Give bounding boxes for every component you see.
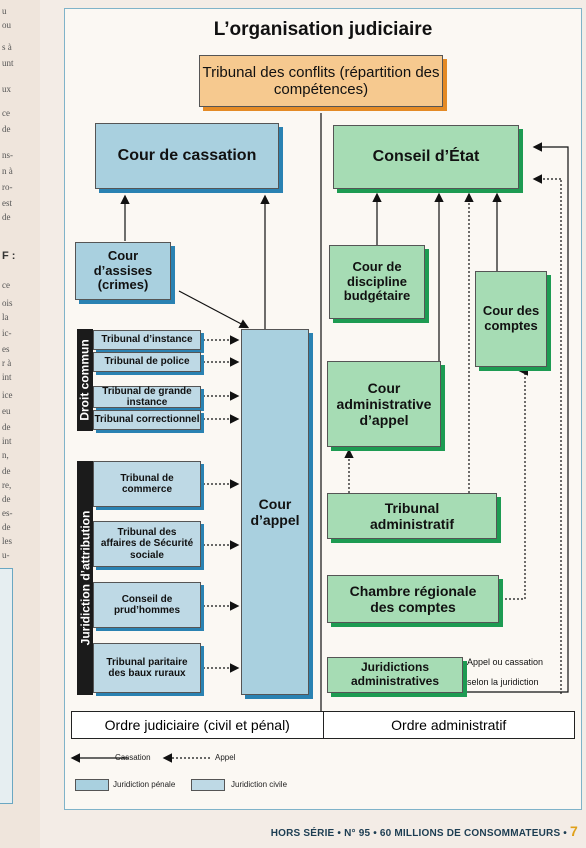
footer-issue: N° 95 bbox=[344, 828, 371, 839]
margin-fragment: int bbox=[2, 372, 12, 382]
box-cour-administrative-dappel: Cour administrative d’appel bbox=[327, 361, 441, 447]
margin-fragment: de bbox=[2, 124, 11, 134]
group-label-juridiction-dattribution: Juridiction d’attribution bbox=[77, 461, 93, 695]
order-judiciaire: Ordre judiciaire (civil et pénal) bbox=[72, 712, 324, 738]
margin-fragment: ns- bbox=[2, 150, 13, 160]
box-cour-de-discipline-budgetaire: Cour de discipline budgétaire bbox=[329, 245, 425, 319]
margin-fragment: es bbox=[2, 344, 10, 354]
legend-juridiction-penale: Juridiction pénale bbox=[113, 780, 176, 789]
box-cour-de-cassation: Cour de cassation bbox=[95, 123, 279, 189]
box-cour-dassises: Cour d’assises (crimes) bbox=[75, 242, 171, 300]
margin-fragment: les bbox=[2, 536, 12, 546]
box-conseil-detat: Conseil d’État bbox=[333, 125, 519, 189]
footer-series: HORS SÉRIE bbox=[270, 828, 335, 839]
diagram-title: L’organisation judiciaire bbox=[213, 19, 433, 40]
box-tribunal-des-conflits: Tribunal des conflits (répartition des c… bbox=[199, 55, 443, 107]
box-cour-dappel: Cour d’appel bbox=[241, 329, 309, 695]
legend-swatch-penale bbox=[75, 779, 109, 791]
margin-fragment: la bbox=[2, 312, 9, 322]
group-label-droit-commun: Droit commun bbox=[77, 329, 93, 431]
box-cour-des-comptes: Cour des comptes bbox=[475, 271, 547, 367]
margin-fragment: de bbox=[2, 494, 11, 504]
connector-lines bbox=[70, 113, 569, 763]
appel-arrows-to-cour-appel bbox=[203, 335, 240, 673]
arrow-chambre-to-comptes bbox=[505, 366, 529, 600]
margin-fragment: re, bbox=[2, 480, 12, 490]
margin-fragment: n à bbox=[2, 166, 13, 176]
arrow-juridictions-admin-to-conseil bbox=[467, 142, 569, 693]
margin-fragment: de bbox=[2, 522, 11, 532]
margin-fragment: ic- bbox=[2, 328, 12, 338]
box-tribunal-de-police: Tribunal de police bbox=[93, 352, 201, 372]
box-tribunal-dinstance: Tribunal d’instance bbox=[93, 330, 201, 350]
box-tribunal-administratif: Tribunal administratif bbox=[327, 493, 497, 539]
legend-juridiction-civile: Juridiction civile bbox=[231, 780, 288, 789]
box-tribunal-des-affaires-de-securite-sociale: Tribunal des affaires de Sécurité social… bbox=[93, 521, 201, 567]
margin-fragment: de bbox=[2, 466, 11, 476]
legend-swatch-civile bbox=[191, 779, 225, 791]
page-footer: HORS SÉRIE • N° 95 • 60 MILLIONS DE CONS… bbox=[270, 823, 578, 839]
margin-fragment: u bbox=[2, 6, 7, 16]
margin-frame bbox=[0, 568, 13, 804]
margin-fragment: est bbox=[2, 198, 12, 208]
margin-fragment: u- bbox=[2, 550, 10, 560]
margin-fragment: n, bbox=[2, 450, 9, 460]
margin-fragment: unt bbox=[2, 58, 14, 68]
margin-fragment: s à bbox=[2, 42, 12, 52]
margin-heading: F : bbox=[2, 250, 16, 262]
margin-fragment: es- bbox=[2, 508, 13, 518]
box-tribunal-de-commerce: Tribunal de commerce bbox=[93, 461, 201, 507]
legend-cassation: Cassation bbox=[115, 753, 151, 762]
margin-fragment: int bbox=[2, 436, 12, 446]
box-juridictions-administratives: Juridictions administratives bbox=[327, 657, 463, 693]
box-tribunal-de-grande-instance: Tribunal de grande instance bbox=[93, 386, 201, 408]
footer-page-number: 7 bbox=[570, 823, 578, 839]
note-appel-ou-cassation: Appel ou cassation bbox=[467, 657, 544, 667]
margin-fragment: ice bbox=[2, 390, 13, 400]
margin-fragment: r à bbox=[2, 358, 12, 368]
margin-fragment: eu bbox=[2, 406, 11, 416]
legend-appel: Appel bbox=[215, 753, 236, 762]
margin-fragment: ou bbox=[2, 20, 11, 30]
box-tribunal-paritaire-des-baux-ruraux: Tribunal paritaire des baux ruraux bbox=[93, 643, 201, 693]
note-selon-la-juridiction: selon la juridiction bbox=[467, 677, 539, 687]
box-conseil-de-prudhommes: Conseil de prud’hommes bbox=[93, 582, 201, 628]
margin-fragment: de bbox=[2, 212, 11, 222]
margin-fragment: de bbox=[2, 422, 11, 432]
margin-fragment: ce bbox=[2, 108, 10, 118]
diagram-panel: L’organisation judiciaire bbox=[64, 8, 582, 810]
box-tribunal-correctionnel: Tribunal correctionnel bbox=[93, 410, 201, 430]
margin-fragment: ux bbox=[2, 84, 11, 94]
footer-magazine: 60 MILLIONS DE CONSOMMATEURS bbox=[379, 828, 561, 839]
margin-fragment: ois bbox=[2, 298, 13, 308]
order-administratif: Ordre administratif bbox=[391, 717, 507, 733]
order-bar: Ordre judiciaire (civil et pénal) Ordre … bbox=[71, 711, 575, 739]
box-chambre-regionale-des-comptes: Chambre régionale des comptes bbox=[327, 575, 499, 623]
margin-fragment: ro- bbox=[2, 182, 13, 192]
arrow-assises-to-appel bbox=[178, 290, 250, 329]
margin-fragment: ce bbox=[2, 280, 10, 290]
